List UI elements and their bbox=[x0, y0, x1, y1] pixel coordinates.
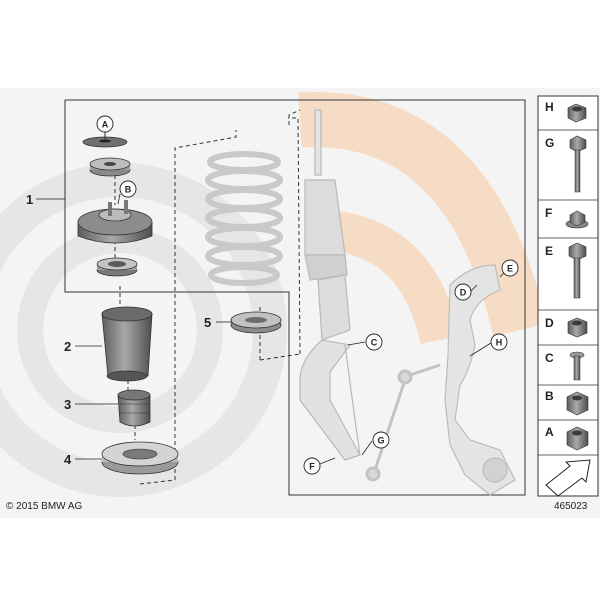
part-number-1: 1 bbox=[26, 192, 33, 207]
legend-e-label: E bbox=[545, 244, 553, 258]
callout-g-label: G bbox=[377, 436, 384, 446]
hex-nut-a-icon bbox=[566, 426, 589, 451]
copyright-text: © 2015 BMW AG bbox=[6, 501, 83, 512]
hex-bolt-g-icon bbox=[569, 135, 587, 193]
coil-spring bbox=[205, 151, 283, 286]
callout-c: C bbox=[365, 333, 383, 351]
callout-h-label: H bbox=[496, 338, 503, 348]
spring-pad-lower bbox=[101, 441, 179, 475]
legend-f-label: F bbox=[545, 206, 552, 220]
legend-b-label: B bbox=[545, 389, 554, 403]
hex-nut-h-icon bbox=[567, 103, 587, 123]
bearing-ring bbox=[96, 257, 138, 277]
callout-a: A bbox=[96, 115, 114, 133]
bump-stop bbox=[117, 389, 151, 427]
part-number-3: 3 bbox=[64, 397, 71, 412]
top-mount-washer bbox=[82, 136, 128, 148]
callout-b: B bbox=[119, 180, 137, 198]
part-number-2: 2 bbox=[64, 339, 71, 354]
spring-pad-upper bbox=[230, 311, 282, 334]
hex-bolt-e-icon bbox=[568, 242, 587, 299]
protective-tube bbox=[101, 306, 153, 382]
hardware-legend: H G F E D C B A bbox=[537, 95, 599, 497]
legend-d-label: D bbox=[545, 316, 554, 330]
callout-f-label: F bbox=[309, 462, 315, 472]
callout-e: E bbox=[501, 259, 519, 277]
callout-c-label: C bbox=[371, 338, 378, 348]
drawing-number: 465023 bbox=[554, 501, 588, 512]
callout-d-label: D bbox=[460, 288, 467, 298]
part-number-4: 4 bbox=[64, 452, 72, 467]
frame-top-left bbox=[64, 99, 526, 496]
callout-b-label: B bbox=[125, 185, 132, 195]
part-number-labels: 1 2 3 4 5 bbox=[26, 192, 211, 467]
tool-arrow-icon bbox=[545, 459, 591, 497]
legend-c-label: C bbox=[545, 351, 554, 365]
callout-e-label: E bbox=[507, 264, 513, 274]
legend-g-label: G bbox=[545, 136, 554, 150]
callout-h: H bbox=[490, 333, 508, 351]
part-number-5: 5 bbox=[204, 315, 211, 330]
callout-a-label: A bbox=[102, 120, 109, 130]
socket-bolt-c-icon bbox=[569, 351, 585, 381]
legend-a-label: A bbox=[545, 425, 554, 439]
hex-nut-d-icon bbox=[567, 317, 588, 338]
callout-f: F bbox=[303, 457, 321, 475]
hex-nut-b-icon bbox=[566, 391, 589, 416]
leader-lines bbox=[36, 132, 509, 465]
legend-h-label: H bbox=[545, 100, 554, 114]
shock-absorber bbox=[299, 109, 361, 461]
stabilizer-link bbox=[365, 363, 441, 482]
callout-g: G bbox=[372, 431, 390, 449]
flange-nut-f-icon bbox=[565, 210, 589, 229]
top-mount-nut-plate bbox=[89, 157, 131, 177]
wheel-carrier bbox=[444, 264, 516, 496]
top-mount bbox=[77, 200, 153, 244]
callout-d: D bbox=[454, 283, 472, 301]
